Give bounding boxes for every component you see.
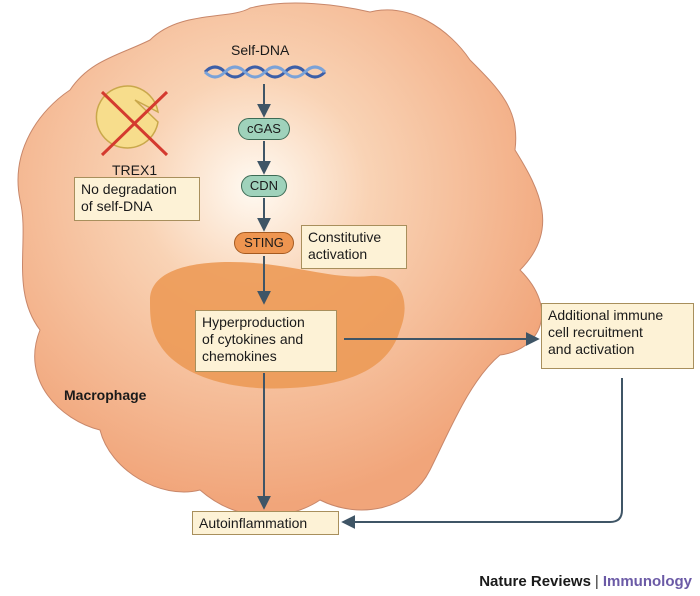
journal-credit: Nature Reviews|Immunology (479, 573, 692, 590)
trex1-label: TREX1 (112, 162, 158, 178)
no-degradation-line-1: No degradation (81, 181, 177, 197)
arrow-additional-to-autoinflammation (341, 378, 623, 529)
no-degradation-line-2: of self-DNA (81, 198, 153, 214)
no-degradation-box: No degradation of self-DNA (74, 177, 200, 221)
journal-section: Immunology (602, 573, 692, 590)
constitutive-activation-box: Constitutive activation (301, 225, 407, 269)
hyperproduction-line-1: Hyperproduction (202, 314, 305, 330)
journal-name: Nature Reviews (479, 573, 591, 590)
additional-line-2: cell recruitment (548, 324, 643, 340)
credit-separator: | (594, 573, 599, 590)
trex1-enzyme-icon (95, 85, 169, 157)
constitutive-line-1: Constitutive (308, 229, 382, 245)
constitutive-line-2: activation (308, 246, 368, 262)
additional-recruitment-box: Additional immune cell recruitment and a… (541, 303, 694, 369)
macrophage-cell (17, 2, 544, 517)
cgas-node: cGAS (238, 118, 290, 140)
hyperproduction-line-2: of cytokines and (202, 331, 304, 347)
hyperproduction-line-3: chemokines (202, 348, 277, 364)
autoinflammation-box: Autoinflammation (192, 511, 339, 535)
cdn-node: CDN (241, 175, 287, 197)
dna-helix-icon (203, 65, 327, 79)
macrophage-label: Macrophage (64, 387, 147, 403)
sting-node: STING (234, 232, 294, 254)
hyperproduction-box: Hyperproduction of cytokines and chemoki… (195, 310, 337, 372)
additional-line-1: Additional immune (548, 307, 664, 323)
self-dna-label: Self-DNA (231, 42, 290, 58)
additional-line-3: and activation (548, 341, 635, 357)
